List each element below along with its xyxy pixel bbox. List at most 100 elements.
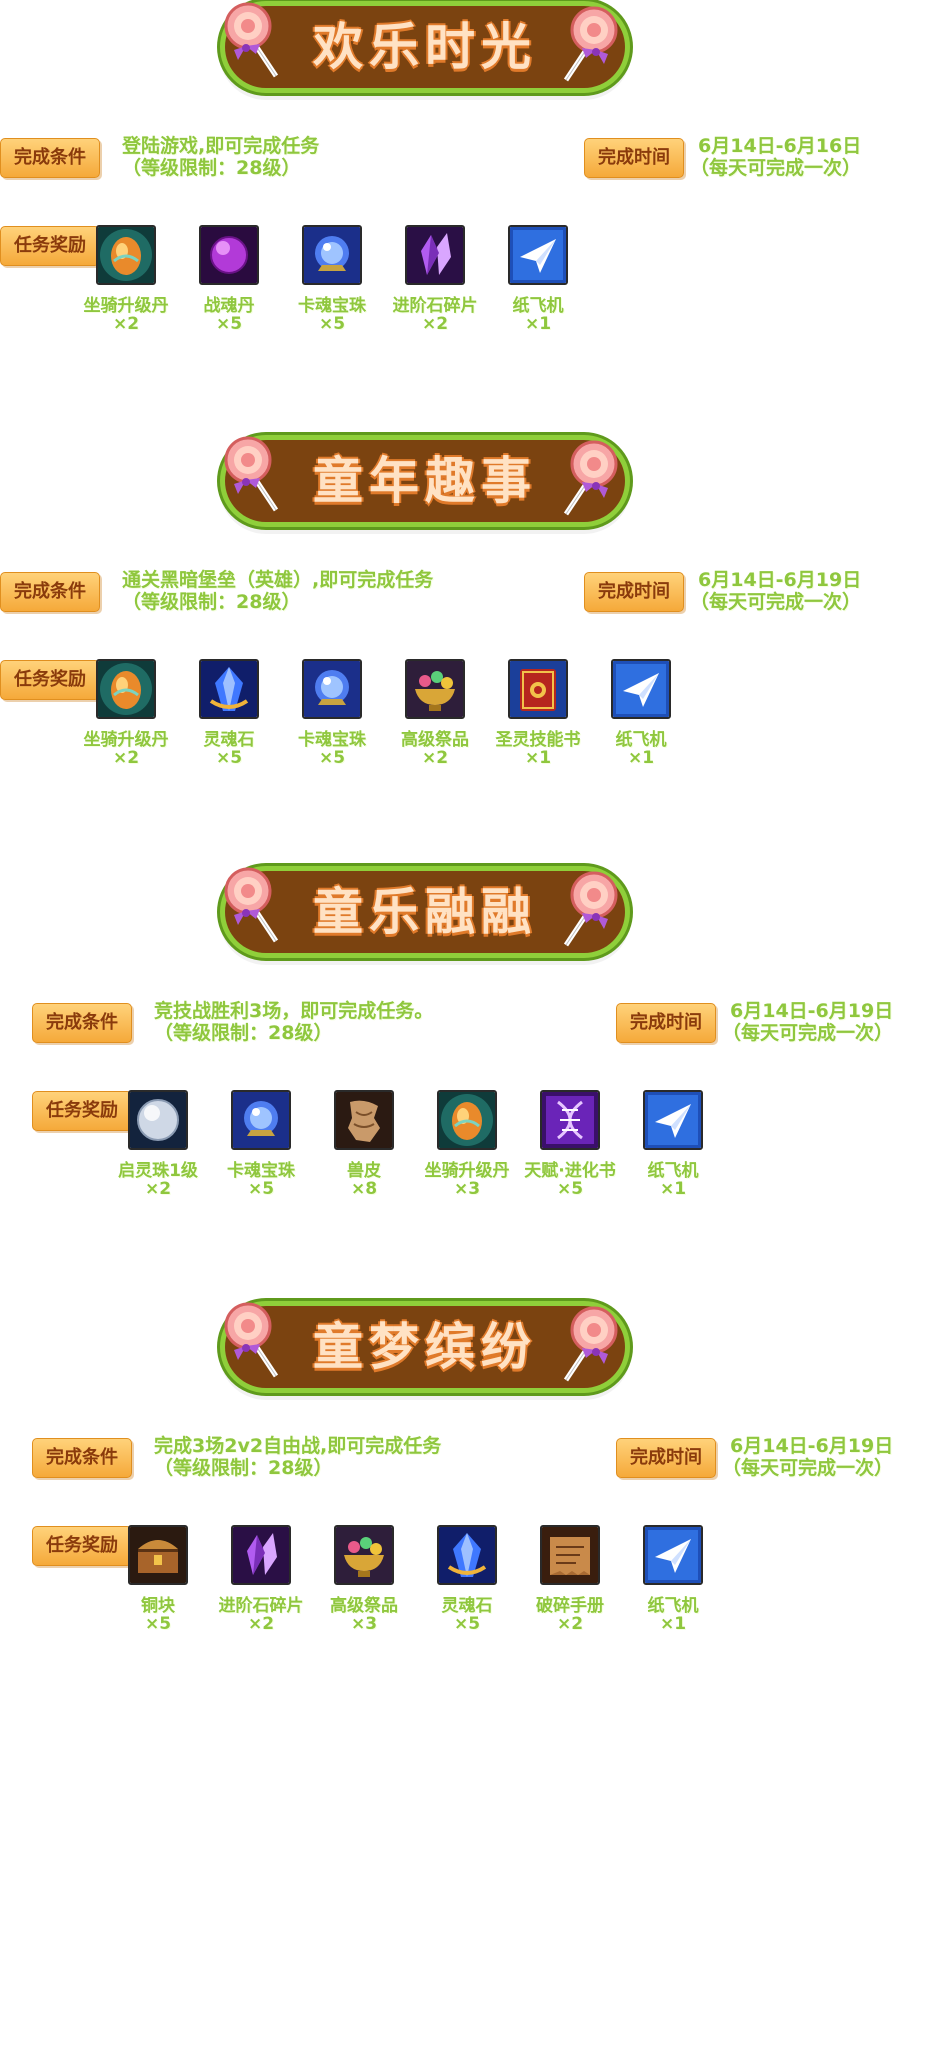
reward-name: 圣灵技能书	[495, 730, 581, 750]
reward-count: ×1	[524, 748, 552, 768]
reward-count: ×5	[556, 1179, 584, 1199]
section-title: 童年趣事	[313, 452, 537, 510]
reward-item[interactable]: 纸飞机 ×1	[478, 225, 598, 333]
lollipop-icon	[560, 438, 620, 518]
time-text: 6月14日-6月16日 （每天可完成一次）	[690, 135, 861, 179]
paper-plane-icon	[508, 225, 568, 285]
reward-name: 坐骑升级丹	[83, 730, 169, 750]
reward-count: ×5	[318, 748, 346, 768]
blue-gem-icon	[437, 1525, 497, 1585]
section-banner: 欢乐时光	[225, 6, 625, 88]
blue-gem-icon	[199, 659, 259, 719]
reward-item[interactable]: 坐骑升级丹 ×3	[407, 1090, 527, 1198]
condition-line: 通关黑暗堡垒（英雄）,即可完成任务	[122, 569, 434, 591]
reward-count: ×2	[421, 314, 449, 334]
time-tag: 完成时间	[584, 138, 684, 178]
task-section: 童梦缤纷 完成条件完成3场2v2自由战,即可完成任务 （等级限制：28级）完成时…	[0, 1300, 926, 1720]
lollipop-icon	[222, 434, 282, 514]
reward-item[interactable]: 铜块 ×5	[98, 1525, 218, 1633]
reward-item[interactable]: 高级祭品 ×2	[375, 659, 495, 767]
reward-item[interactable]: 纸飞机 ×1	[613, 1525, 733, 1633]
reward-item[interactable]: 灵魂石 ×5	[169, 659, 289, 767]
reward-item[interactable]: 卡魂宝珠 ×5	[201, 1090, 321, 1198]
purple-orb-icon	[199, 225, 259, 285]
date-range-line: 6月14日-6月19日	[730, 1000, 894, 1022]
reward-count: ×1	[659, 1179, 687, 1199]
reward-item[interactable]: 灵魂石 ×5	[407, 1525, 527, 1633]
level-limit-line: （等级限制：28级）	[154, 1457, 333, 1479]
reward-item[interactable]: 破碎手册 ×2	[510, 1525, 630, 1633]
reward-item[interactable]: 战魂丹 ×5	[169, 225, 289, 333]
torn-manual-icon	[540, 1525, 600, 1585]
section-title: 童梦缤纷	[313, 1318, 537, 1376]
reward-count: ×5	[144, 1614, 172, 1634]
reward-name: 卡魂宝珠	[227, 1161, 295, 1181]
reward-count: ×5	[215, 748, 243, 768]
reward-name: 进阶石碎片	[392, 296, 478, 316]
reward-name: 纸飞机	[512, 296, 564, 316]
date-range-line: 6月14日-6月19日	[698, 569, 862, 591]
condition-tag: 完成条件	[0, 572, 100, 612]
reward-name: 纸飞机	[647, 1161, 699, 1181]
crystal-ball-icon	[302, 225, 362, 285]
crystal-ball-icon	[231, 1090, 291, 1150]
reward-tag: 任务奖励	[32, 1091, 132, 1131]
reward-item[interactable]: 进阶石碎片 ×2	[201, 1525, 321, 1633]
offering-bowl-icon	[405, 659, 465, 719]
reward-name: 坐骑升级丹	[83, 296, 169, 316]
crystal-ball-icon	[302, 659, 362, 719]
reward-item[interactable]: 圣灵技能书 ×1	[478, 659, 598, 767]
reward-count: ×2	[144, 1179, 172, 1199]
section-title: 童乐融融	[313, 883, 537, 941]
reward-count: ×5	[453, 1614, 481, 1634]
reward-name: 铜块	[141, 1596, 175, 1616]
condition-line: 登陆游戏,即可完成任务	[122, 135, 320, 157]
reward-item[interactable]: 启灵珠1级 ×2	[98, 1090, 218, 1198]
reward-item[interactable]: 纸飞机 ×1	[613, 1090, 733, 1198]
level-limit-line: （等级限制：28级）	[154, 1022, 333, 1044]
condition-text: 通关黑暗堡垒（英雄）,即可完成任务 （等级限制：28级）	[122, 569, 433, 613]
reward-tag: 任务奖励	[32, 1526, 132, 1566]
frequency-line: （每天可完成一次）	[690, 157, 862, 179]
reward-item[interactable]: 坐骑升级丹 ×2	[66, 225, 186, 333]
section-banner: 童乐融融	[225, 871, 625, 953]
reward-name: 纸飞机	[615, 730, 667, 750]
condition-text: 竞技战胜利3场，即可完成任务。 （等级限制：28级）	[154, 1000, 433, 1044]
reward-name: 启灵珠1级	[118, 1161, 198, 1181]
reward-name: 卡魂宝珠	[298, 730, 366, 750]
beast-hide-icon	[334, 1090, 394, 1150]
condition-tag: 完成条件	[32, 1438, 132, 1478]
condition-tag: 完成条件	[32, 1003, 132, 1043]
section-title: 欢乐时光	[313, 18, 537, 76]
reward-count: ×5	[247, 1179, 275, 1199]
paper-plane-icon	[611, 659, 671, 719]
reward-count: ×2	[112, 314, 140, 334]
reward-item[interactable]: 纸飞机 ×1	[581, 659, 701, 767]
reward-name: 坐骑升级丹	[424, 1161, 510, 1181]
date-range-line: 6月14日-6月19日	[730, 1435, 894, 1457]
reward-item[interactable]: 卡魂宝珠 ×5	[272, 659, 392, 767]
reward-item[interactable]: 高级祭品 ×3	[304, 1525, 424, 1633]
reward-count: ×1	[524, 314, 552, 334]
reward-count: ×2	[421, 748, 449, 768]
reward-name: 灵魂石	[441, 1596, 493, 1616]
reward-item[interactable]: 坐骑升级丹 ×2	[66, 659, 186, 767]
reward-name: 高级祭品	[330, 1596, 398, 1616]
section-banner: 童梦缤纷	[225, 1306, 625, 1388]
reward-count: ×2	[556, 1614, 584, 1634]
reward-item[interactable]: 卡魂宝珠 ×5	[272, 225, 392, 333]
condition-text: 登陆游戏,即可完成任务 （等级限制：28级）	[122, 135, 319, 179]
reward-tag: 任务奖励	[0, 226, 100, 266]
reward-count: ×5	[318, 314, 346, 334]
reward-item[interactable]: 进阶石碎片 ×2	[375, 225, 495, 333]
level-limit-line: （等级限制：28级）	[122, 157, 301, 179]
frequency-line: （每天可完成一次）	[722, 1457, 894, 1479]
reward-item[interactable]: 兽皮 ×8	[304, 1090, 424, 1198]
lollipop-icon	[560, 4, 620, 84]
time-tag: 完成时间	[616, 1438, 716, 1478]
condition-tag: 完成条件	[0, 138, 100, 178]
purple-crystal-icon	[231, 1525, 291, 1585]
reward-item[interactable]: 天赋·进化书 ×5	[510, 1090, 630, 1198]
